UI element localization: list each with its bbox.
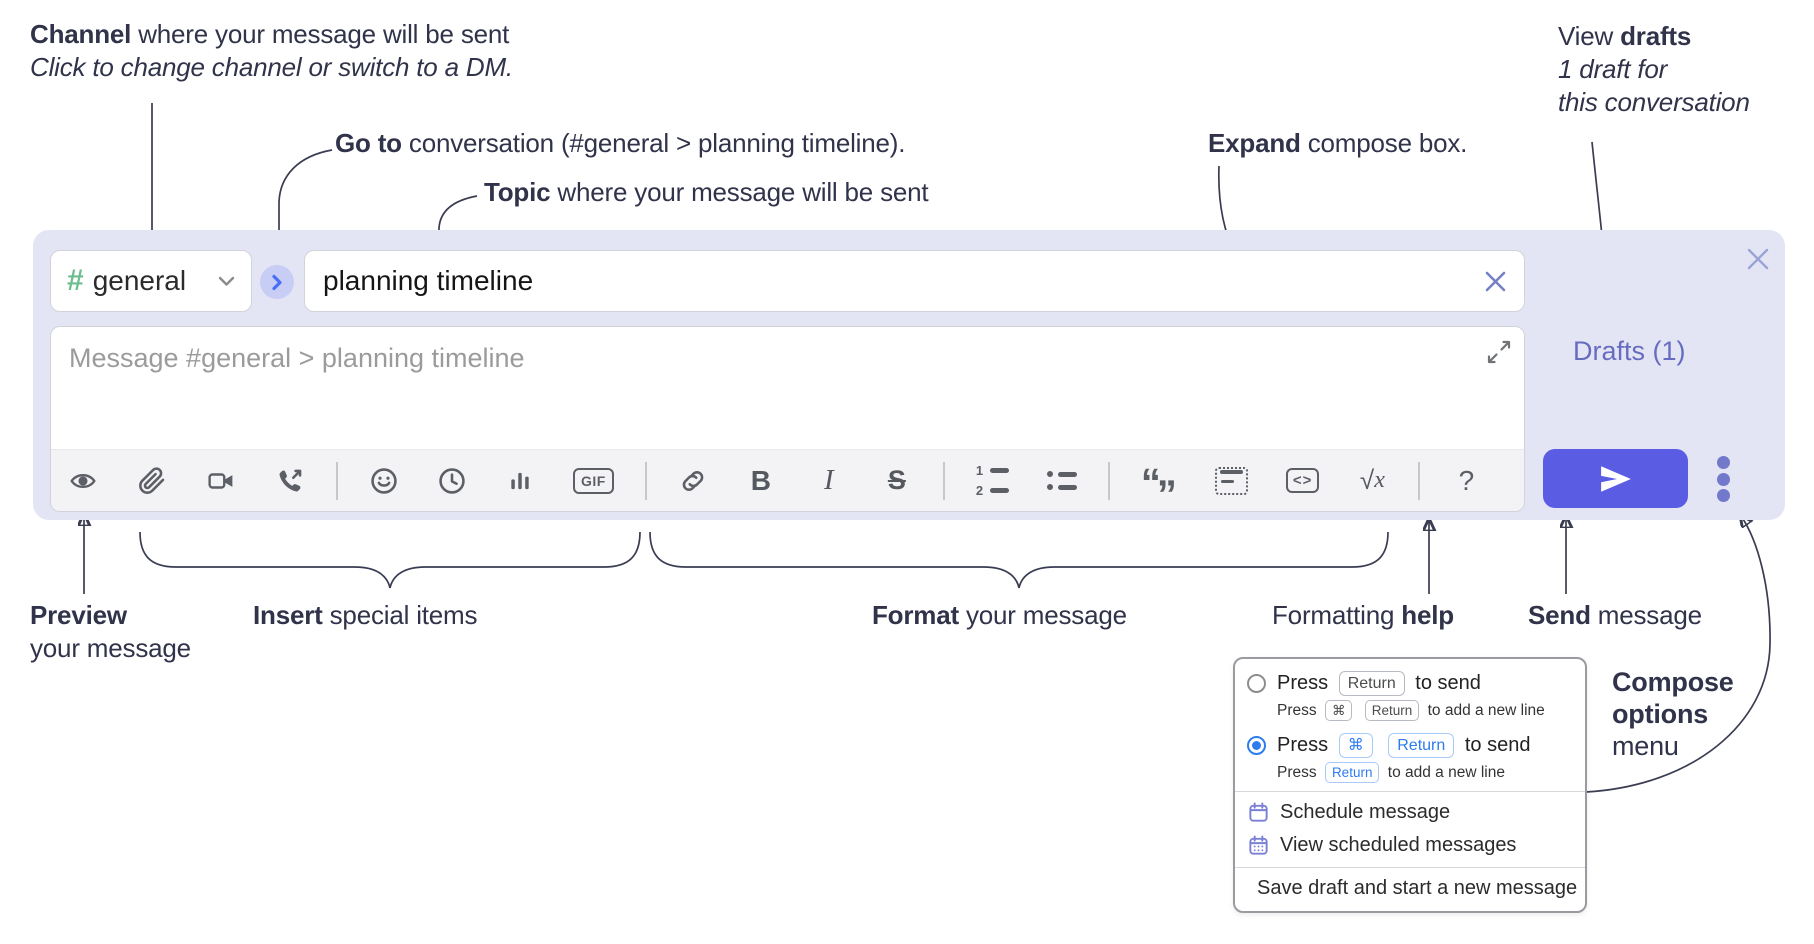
format-annotation: Format your message	[872, 600, 1127, 630]
drafts-link[interactable]: Drafts (1)	[1573, 336, 1686, 366]
quote-icon[interactable]: “”	[1140, 460, 1177, 517]
radio-selected-icon[interactable]	[1247, 735, 1266, 755]
toolbar-divider	[1107, 461, 1110, 500]
toolbar-divider	[942, 461, 945, 500]
video-call-icon[interactable]	[205, 464, 237, 498]
chevron-right-icon	[272, 274, 282, 290]
ellipsis-dot	[1716, 489, 1730, 502]
send-button[interactable]	[1543, 449, 1688, 508]
insert-annotation: Insert special items	[253, 600, 478, 630]
goto-annotation: Go to conversation (#general > planning …	[335, 128, 906, 158]
compose-options-annotation: Compose options menu	[1612, 667, 1734, 761]
ellipsis-dot	[1716, 456, 1730, 469]
toolbar-divider	[1418, 461, 1421, 500]
key-return: Return	[1364, 700, 1420, 722]
channel-annotation-bold: Channel	[30, 19, 132, 49]
voice-call-icon[interactable]	[275, 464, 305, 498]
ellipsis-dot	[1716, 472, 1730, 486]
compose-box-panel: # general	[33, 230, 1785, 520]
key-return: Return	[1338, 671, 1405, 697]
brace-insert	[139, 531, 641, 589]
topic-input-box	[304, 250, 1525, 312]
popup-divider	[1235, 791, 1585, 792]
topic-annotation: Topic where your message will be sent	[484, 177, 929, 207]
key-cmd: ⌘	[1324, 700, 1353, 722]
popup-divider	[1235, 867, 1585, 868]
poll-icon[interactable]	[505, 464, 535, 498]
menu-item-schedule-message[interactable]: Schedule message	[1247, 796, 1573, 829]
channel-annotation-line2: Click to change channel or switch to a D…	[30, 52, 513, 82]
go-to-conversation-button[interactable]	[260, 265, 294, 299]
bold-icon[interactable]: B	[750, 464, 771, 496]
key-return: Return	[1388, 733, 1455, 759]
calendar-grid-icon	[1249, 835, 1268, 855]
math-icon[interactable]: √x	[1359, 465, 1385, 495]
topic-input[interactable]	[323, 265, 1483, 297]
send-option-cmd-enter[interactable]: Press ⌘ Return to send Press Return to a…	[1247, 730, 1573, 786]
calendar-icon	[1249, 802, 1268, 822]
brace-format	[649, 531, 1389, 589]
message-input[interactable]	[51, 327, 1524, 447]
toolbar-divider	[336, 461, 338, 500]
attach-file-icon[interactable]	[137, 464, 167, 498]
expand-annotation: Expand compose box.	[1208, 128, 1468, 158]
expand-compose-icon[interactable]	[1486, 339, 1512, 365]
radio-unselected-icon[interactable]	[1247, 673, 1266, 693]
code-icon[interactable]: <>	[1285, 464, 1320, 498]
gif-icon[interactable]: GIF	[573, 464, 614, 498]
link-icon[interactable]	[678, 464, 708, 498]
compose-options-menu-button[interactable]	[1711, 456, 1735, 502]
send-annotation: Send message	[1528, 600, 1702, 630]
key-cmd: ⌘	[1338, 733, 1373, 759]
channel-name: general	[92, 265, 187, 296]
wire-goto	[279, 149, 333, 241]
send-option-enter[interactable]: Press Return to send Press ⌘ Return to a…	[1247, 668, 1573, 724]
italic-icon[interactable]: I	[824, 464, 834, 496]
strikethrough-icon[interactable]: S	[887, 465, 906, 495]
drafts-annotation: View drafts 1 draft for this conversatio…	[1558, 21, 1750, 117]
chevron-down-icon	[218, 276, 235, 286]
compose-toolbar: GIF B I S 1 2	[51, 449, 1524, 517]
compose-options-popup: Press Return to send Press ⌘ Return to a…	[1233, 657, 1587, 913]
channel-selector[interactable]: # general	[50, 250, 252, 312]
channel-hash-icon: #	[67, 264, 84, 297]
key-return: Return	[1324, 762, 1380, 784]
formatting-help-annotation: Formatting help	[1272, 600, 1454, 630]
spoiler-icon[interactable]	[1214, 464, 1248, 498]
preview-annotation: Preview your message	[30, 600, 191, 663]
menu-item-save-draft-new[interactable]: Save draft and start a new message	[1247, 872, 1577, 905]
bulleted-list-icon[interactable]	[1046, 464, 1077, 498]
numbered-list-icon[interactable]: 1 2	[976, 464, 1009, 498]
global-time-icon[interactable]	[437, 464, 467, 498]
menu-item-view-scheduled[interactable]: View scheduled messages	[1247, 829, 1573, 862]
preview-icon[interactable]	[67, 464, 99, 498]
emoji-icon[interactable]	[369, 464, 399, 498]
clear-topic-icon[interactable]	[1483, 269, 1508, 294]
toolbar-divider	[644, 461, 647, 500]
message-formatting-help-icon[interactable]: ?	[1458, 464, 1475, 496]
message-compose-area: GIF B I S 1 2	[50, 326, 1525, 517]
channel-annotation-rest: where your message will be sent	[131, 19, 510, 49]
send-plane-icon	[1600, 465, 1631, 492]
channel-annotation: Channel where your message will be sent …	[30, 18, 513, 84]
close-compose-icon[interactable]	[1745, 246, 1771, 272]
